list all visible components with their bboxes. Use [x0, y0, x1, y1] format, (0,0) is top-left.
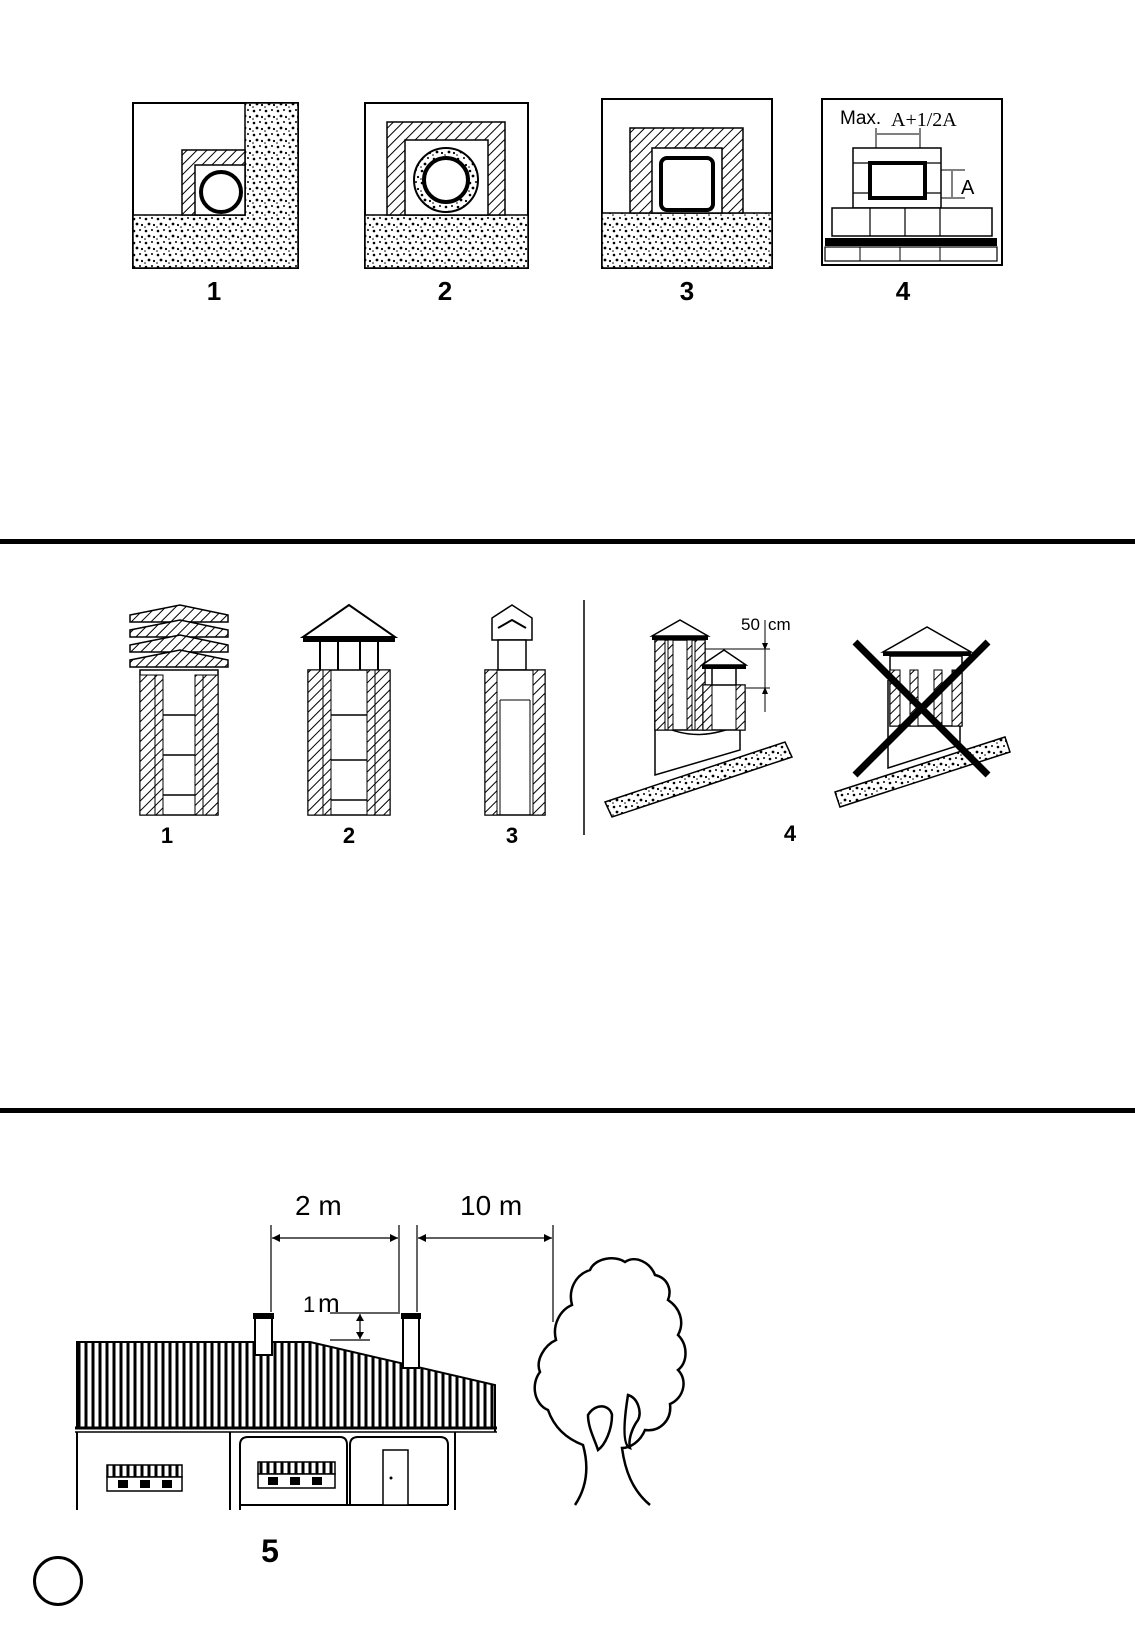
p1-figure-number-4: 4	[883, 276, 923, 307]
p3-height-label-value: 1	[303, 1292, 315, 1317]
section-divider-2	[0, 1108, 1135, 1113]
p3-distance-tree-label: 10 m	[460, 1190, 522, 1221]
p2-figure-number-1: 1	[147, 823, 187, 849]
p1-figure-number-2: 2	[425, 276, 465, 307]
p1-figure-2	[365, 103, 528, 268]
page-number-circle	[33, 1556, 83, 1606]
p2-figure-4-incorrect	[835, 627, 1010, 807]
p3-distance-chimney-label: 2 m	[295, 1190, 342, 1221]
p2-height-label-value: 50	[741, 615, 760, 634]
p3-height-label-unit: m	[318, 1288, 340, 1318]
p1-dimension-label: A	[961, 177, 975, 199]
p2-figure-number-3: 3	[492, 823, 532, 849]
p2-height-label-unit: cm	[768, 615, 791, 634]
p1-figure-number-3: 3	[667, 276, 707, 307]
p3-tree	[535, 1258, 686, 1505]
p1-figure-1	[133, 103, 298, 268]
p2-figure-1	[130, 605, 228, 815]
p1-max-label: Max.	[840, 108, 881, 129]
p3-house	[75, 1313, 497, 1510]
p2-figure-number-4: 4	[770, 821, 810, 847]
section-divider-1	[0, 539, 1135, 544]
p1-figure-number-1: 1	[194, 276, 234, 307]
p2-figure-2	[303, 605, 395, 815]
p1-formula-label: A+1/2A	[891, 109, 957, 131]
p2-figure-3	[485, 605, 545, 815]
p2-figure-4-correct	[605, 620, 792, 817]
p3-figure-number-5: 5	[250, 1533, 290, 1570]
p1-figure-3	[602, 99, 772, 268]
p2-figure-number-2: 2	[329, 823, 369, 849]
